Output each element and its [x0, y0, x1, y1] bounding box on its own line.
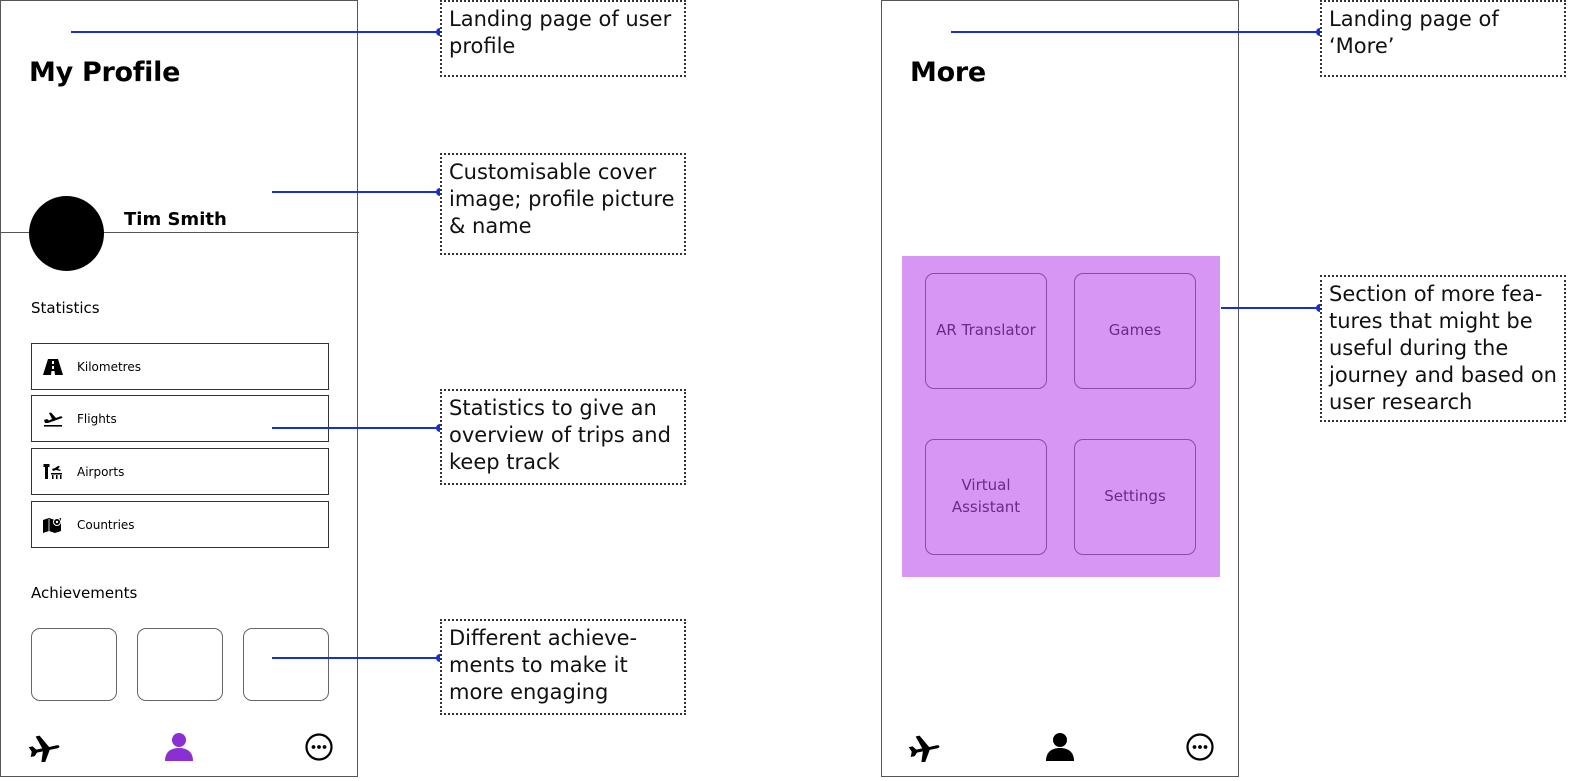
feature-tile-settings[interactable]: Settings	[1074, 439, 1196, 555]
more-icon[interactable]	[302, 730, 336, 764]
road-icon	[43, 357, 63, 377]
stat-row-flights[interactable]: Flights	[31, 395, 329, 442]
person-icon[interactable]	[162, 730, 196, 764]
annotation-more-features: Section of more fea-tures that might be …	[1320, 275, 1566, 422]
connector-line	[1221, 307, 1321, 309]
more-screen: More AR Translator Games Virtual Assista…	[881, 0, 1239, 777]
stat-row-airports[interactable]: Airports	[31, 448, 329, 495]
avatar[interactable]	[29, 196, 104, 271]
achievement-tile[interactable]	[137, 628, 223, 701]
achievements-heading: Achievements	[31, 584, 138, 602]
plane-icon[interactable]	[907, 730, 941, 764]
profile-screen: My Profile Tim Smith Statistics Kilometr…	[0, 0, 359, 777]
achievement-tile[interactable]	[31, 628, 117, 701]
stat-label: Kilometres	[77, 359, 141, 374]
annotation-profile-achievements: Different achieve-ments to make it more …	[440, 619, 686, 715]
user-name: Tim Smith	[124, 209, 227, 230]
person-icon[interactable]	[1043, 730, 1077, 764]
cover-image-divider	[1, 232, 359, 233]
connector-line	[272, 191, 440, 193]
feature-label: Settings	[1104, 487, 1166, 506]
features-panel: AR Translator Games Virtual Assistant Se…	[902, 256, 1220, 577]
map-icon	[43, 515, 63, 535]
plane-takeoff-icon	[43, 409, 63, 429]
annotation-more-landing: Landing page of ‘More’	[1320, 0, 1566, 77]
annotation-profile-statistics: Statistics to give an overview of trips …	[440, 389, 686, 485]
airport-icon	[43, 462, 63, 482]
feature-tile-games[interactable]: Games	[1074, 273, 1196, 389]
stat-label: Flights	[77, 411, 117, 426]
connector-line	[71, 31, 440, 33]
connector-line	[272, 657, 440, 659]
connector-line	[272, 427, 440, 429]
plane-icon[interactable]	[27, 730, 61, 764]
more-icon[interactable]	[1183, 730, 1217, 764]
profile-title: My Profile	[29, 57, 181, 88]
achievement-tile[interactable]	[243, 628, 329, 701]
feature-label: Games	[1108, 321, 1162, 340]
stat-label: Airports	[77, 464, 125, 479]
stat-label: Countries	[77, 517, 135, 532]
connector-line	[951, 31, 1321, 33]
annotation-profile-cover: Customisable cover image; profile pictur…	[440, 153, 686, 255]
stat-row-kilometres[interactable]: Kilometres	[31, 343, 329, 390]
feature-tile-ar-translator[interactable]: AR Translator	[925, 273, 1047, 389]
feature-tile-virtual-assistant[interactable]: Virtual Assistant	[925, 439, 1047, 555]
feature-label: AR Translator	[936, 321, 1036, 340]
statistics-heading: Statistics	[31, 299, 100, 317]
more-title: More	[910, 57, 986, 88]
stat-row-countries[interactable]: Countries	[31, 501, 329, 548]
annotation-profile-landing: Landing page of user profile	[440, 0, 686, 77]
feature-label: Virtual Assistant	[951, 476, 1021, 516]
